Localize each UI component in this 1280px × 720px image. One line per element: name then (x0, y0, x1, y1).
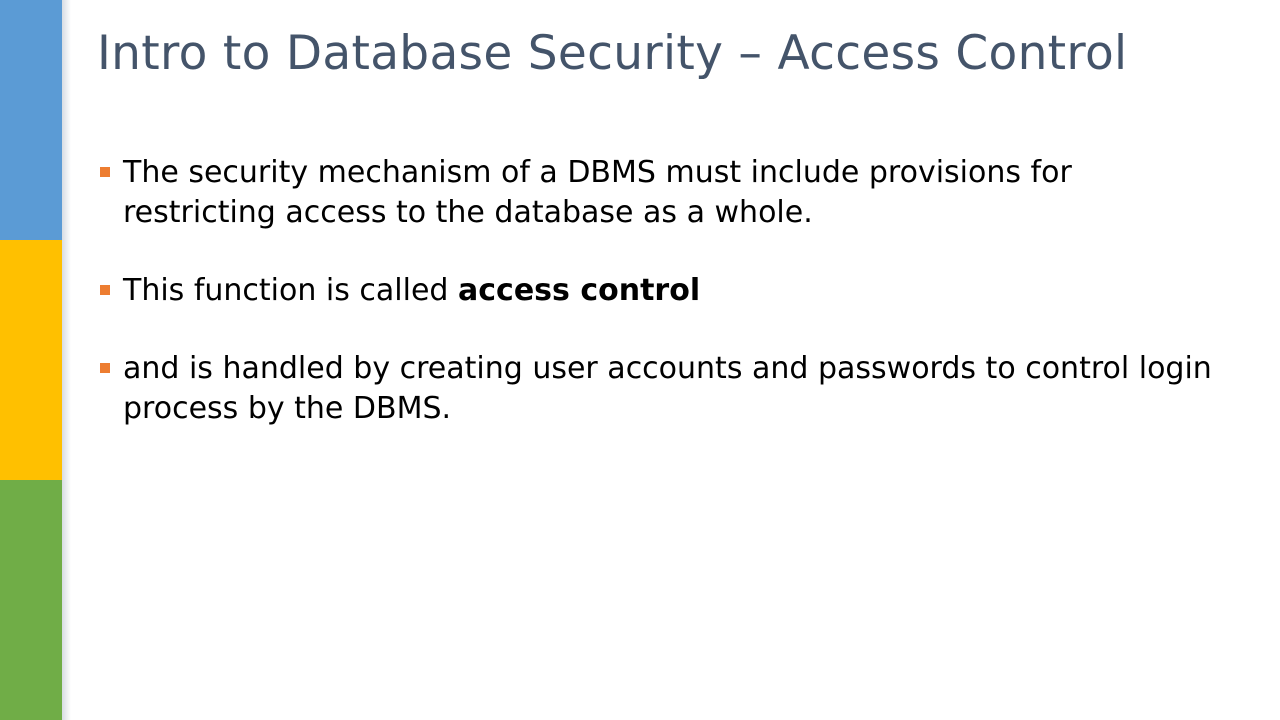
bullet-item: This function is called access control (100, 271, 1220, 311)
bullet-list: The security mechanism of a DBMS must in… (100, 153, 1220, 467)
bullet-item: The security mechanism of a DBMS must in… (100, 153, 1220, 233)
accent-side-bar (0, 0, 62, 720)
square-bullet-icon (100, 285, 110, 295)
square-bullet-icon (100, 167, 110, 177)
bullet-emphasis: access control (458, 273, 701, 308)
bullet-item: and is handled by creating user accounts… (100, 349, 1220, 429)
accent-bar-shadow (62, 0, 71, 720)
bullet-text: and is handled by creating user accounts… (123, 351, 1212, 426)
slide-title: Intro to Database Security – Access Cont… (97, 26, 1128, 81)
accent-bar-blue (0, 0, 62, 240)
accent-bar-green (0, 480, 62, 720)
bullet-text: The security mechanism of a DBMS must in… (123, 155, 1072, 230)
bullet-text: This function is called (123, 273, 459, 308)
square-bullet-icon (100, 363, 110, 373)
accent-bar-yellow (0, 240, 62, 480)
